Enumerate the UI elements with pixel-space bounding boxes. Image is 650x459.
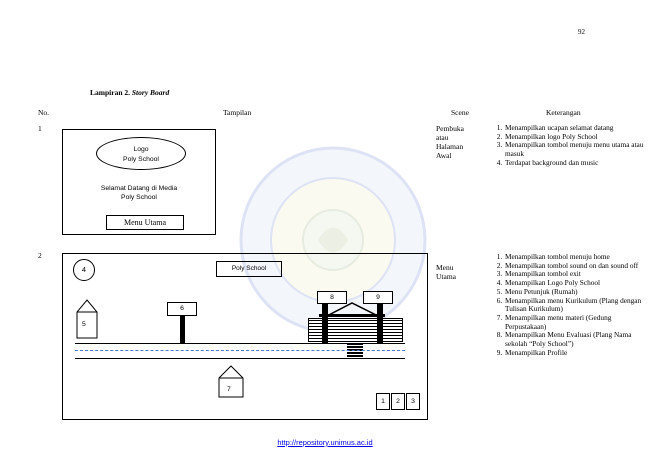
- evaluasi-sign-left[interactable]: 8: [317, 291, 347, 304]
- note-item: Menampilkan tombol sound on dan sound of…: [504, 261, 644, 271]
- note-item: Menu Petunjuk (Rumah): [504, 287, 644, 297]
- kurikulum-sign[interactable]: 6: [167, 302, 197, 316]
- logo-text-line1: Logo: [133, 146, 149, 153]
- logo-oval: Logo Poly School: [96, 137, 186, 170]
- note-item: Menampilkan logo Poly School: [504, 132, 644, 142]
- library-building-icon[interactable]: [218, 365, 244, 398]
- row-2-scene: Menu Utama: [436, 263, 456, 281]
- note-item: Menampilkan tombol menuju home: [504, 252, 644, 262]
- page-heading: Lampiran 2. Story Board: [90, 88, 169, 97]
- footer: http://repository.unimus.ac.id: [0, 438, 650, 447]
- page-number: 92: [578, 28, 585, 36]
- welcome-text-line1: Selamat Datang di Media: [100, 185, 178, 192]
- note-item: Menampilkan tombol exit: [504, 270, 644, 279]
- house-label: 5: [82, 321, 86, 328]
- sign-post: [180, 316, 185, 344]
- road-center-line: [75, 350, 405, 351]
- row-2-number: 2: [38, 251, 42, 260]
- sound-button[interactable]: 1: [376, 393, 390, 410]
- storyboard-frame-opening: Logo Poly School Selamat Datang di Media…: [62, 129, 216, 235]
- column-header-tampilan: Tampilan: [223, 108, 252, 117]
- exit-button[interactable]: 3: [406, 393, 420, 410]
- scene-line: Awal: [436, 151, 452, 160]
- gate-pillar-right: [377, 301, 383, 343]
- row-1-notes: Menampilkan ucapan selamat datang Menamp…: [491, 123, 644, 168]
- note-item: Terdapat background dan music: [504, 158, 644, 168]
- evaluasi-sign-right[interactable]: 9: [363, 291, 393, 304]
- repository-link[interactable]: http://repository.unimus.ac.id: [277, 438, 373, 447]
- gate-beam: [319, 314, 385, 317]
- note-item: Menampilkan Profile: [504, 348, 644, 358]
- poly-school-logo: Poly School: [216, 261, 282, 277]
- note-item: Menampilkan ucapan selamat datang: [504, 123, 644, 133]
- row-1-number: 1: [38, 124, 42, 133]
- gate-roof: [325, 302, 380, 318]
- row-1-scene: Pembuka atau Halaman Awal: [436, 124, 464, 160]
- road-bottom-line: [75, 358, 405, 359]
- note-item: Menampilkan menu materi (Gedung Perpusta…: [504, 313, 644, 331]
- column-header-keterangan: Keterangan: [546, 108, 581, 117]
- scene-line: Menu: [436, 263, 454, 272]
- column-header-no: No.: [38, 108, 50, 117]
- note-item: Menampilkan Logo Poly School: [504, 278, 644, 288]
- storyboard-frame-main-menu: 4 Poly School 5 6 8 9 7 1 2 3: [62, 253, 428, 420]
- logo-text-line2: Poly School: [123, 156, 159, 163]
- home-button[interactable]: 4: [73, 259, 95, 281]
- scene-line: Halaman: [436, 142, 464, 151]
- note-item: Menampilkan tombol menuju menu utama ata…: [504, 140, 644, 158]
- scene-line: Utama: [436, 272, 456, 281]
- heading-label: Lampiran 2.: [90, 88, 131, 97]
- scene-line: Pembuka: [436, 124, 464, 133]
- menu-utama-button[interactable]: Menu Utama: [106, 215, 184, 230]
- house-icon[interactable]: [76, 299, 98, 339]
- sound-off-button[interactable]: 2: [391, 393, 405, 410]
- note-item: Menampilkan Menu Evaluasi (Plang Nama se…: [504, 330, 644, 348]
- welcome-text: Selamat Datang di Media Poly School: [63, 184, 215, 202]
- welcome-text-line2: Poly School: [121, 194, 157, 201]
- column-header-scene: Scene: [451, 108, 469, 117]
- gate-pillar-left: [322, 301, 328, 343]
- road-top-line: [75, 343, 405, 344]
- heading-title: Story Board: [131, 88, 170, 97]
- row-2-notes: Menampilkan tombol menuju home Menampilk…: [491, 252, 644, 358]
- note-item: Menampilkan menu Kurikulum (Plang dengan…: [504, 296, 644, 314]
- building-label: 7: [227, 386, 231, 393]
- scene-line: atau: [436, 133, 449, 142]
